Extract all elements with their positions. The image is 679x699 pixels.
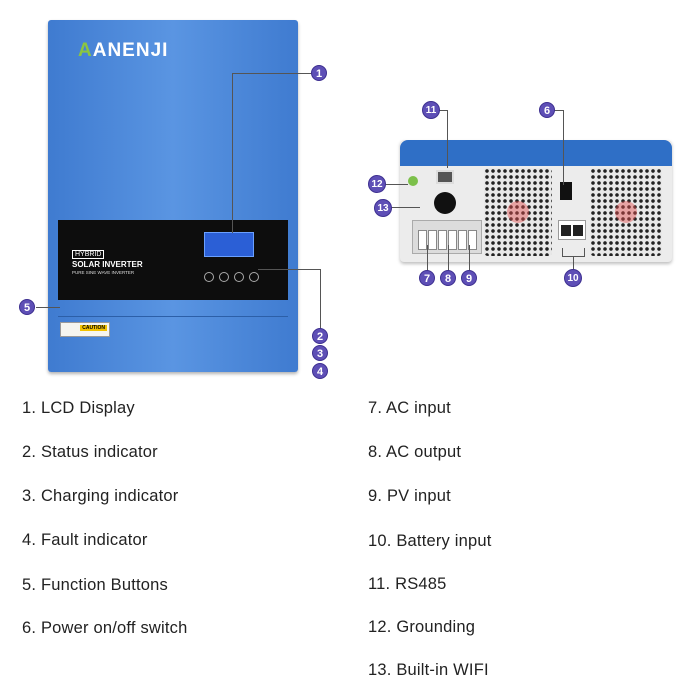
callout-11: 11 (422, 101, 440, 119)
legend-item: 11. RS485 (368, 575, 447, 593)
callout-12: 12 (368, 175, 386, 193)
fan (507, 201, 529, 223)
function-button[interactable] (219, 272, 229, 282)
callout-1: 1 (311, 65, 327, 81)
inverter-front: AANENJI HYBRID SOLAR INVERTER PURE SINE … (48, 20, 298, 372)
callout-13: 13 (374, 199, 392, 217)
legend-item: 5. Function Buttons (22, 576, 168, 594)
rs485-port (436, 170, 454, 184)
terminal (418, 230, 427, 250)
callout-line (447, 110, 448, 168)
callout-line (584, 248, 585, 256)
fan-grill (484, 168, 552, 256)
callout-line (554, 110, 564, 111)
callout-line (573, 256, 574, 270)
legend-item: 8. AC output (368, 443, 462, 461)
legend-item: 2. Status indicator (22, 443, 158, 461)
callout-3: 3 (312, 345, 328, 361)
caution-text: CAUTION (80, 325, 107, 331)
callout-2: 2 (312, 328, 328, 344)
caution-sticker: CAUTION (60, 322, 110, 337)
ground-icon (408, 176, 418, 186)
callout-9: 9 (461, 270, 477, 286)
legend-item: 12. Grounding (368, 618, 476, 636)
callout-line (258, 269, 320, 270)
callout-line (469, 245, 470, 271)
legend-item: 10. Battery input (368, 532, 492, 550)
battery-terminals (558, 220, 586, 240)
legend-item: 7. AC input (368, 399, 451, 417)
product-name: SOLAR INVERTER (72, 260, 143, 269)
callout-line (232, 73, 312, 74)
callout-line (232, 73, 233, 233)
callout-line (427, 245, 428, 271)
callout-line (562, 248, 563, 256)
legend-item: 3. Charging indicator (22, 487, 179, 505)
callout-line (36, 307, 60, 308)
brand-logo: AANENJI (78, 40, 169, 61)
hybrid-label: HYBRID (72, 250, 105, 259)
callout-5: 5 (19, 299, 35, 315)
callout-6: 6 (539, 102, 555, 118)
callout-10: 10 (564, 269, 582, 287)
legend-item: 1. LCD Display (22, 399, 135, 417)
panel-seam (58, 316, 288, 317)
product-subtitle: PURE SINE WAVE INVERTER (72, 270, 135, 275)
callout-line (384, 184, 408, 185)
legend-item: 9. PV input (368, 487, 451, 505)
callout-line (320, 269, 321, 329)
terminal (428, 230, 437, 250)
fan-grill (590, 168, 662, 256)
inverter-rear (400, 140, 672, 262)
control-panel: HYBRID SOLAR INVERTER PURE SINE WAVE INV… (58, 220, 288, 300)
lcd-display (204, 232, 254, 257)
function-button[interactable] (234, 272, 244, 282)
callout-4: 4 (312, 363, 328, 379)
terminal (448, 230, 457, 250)
wifi-antenna-port (434, 192, 456, 214)
callout-line (563, 110, 564, 185)
callout-line (390, 207, 420, 208)
function-button[interactable] (204, 272, 214, 282)
callout-line (448, 245, 449, 271)
power-switch[interactable] (560, 182, 572, 200)
legend-item: 6. Power on/off switch (22, 619, 188, 637)
terminal (468, 230, 477, 250)
callout-7: 7 (419, 270, 435, 286)
legend-item: 13. Built-in WIFI (368, 661, 489, 679)
fan (615, 201, 637, 223)
function-button[interactable] (249, 272, 259, 282)
terminal (458, 230, 467, 250)
callout-line (438, 110, 448, 111)
rear-top-cover (400, 140, 672, 166)
brand-text: ANENJI (92, 40, 169, 61)
callout-8: 8 (440, 270, 456, 286)
terminal (438, 230, 447, 250)
legend-item: 4. Fault indicator (22, 531, 148, 549)
